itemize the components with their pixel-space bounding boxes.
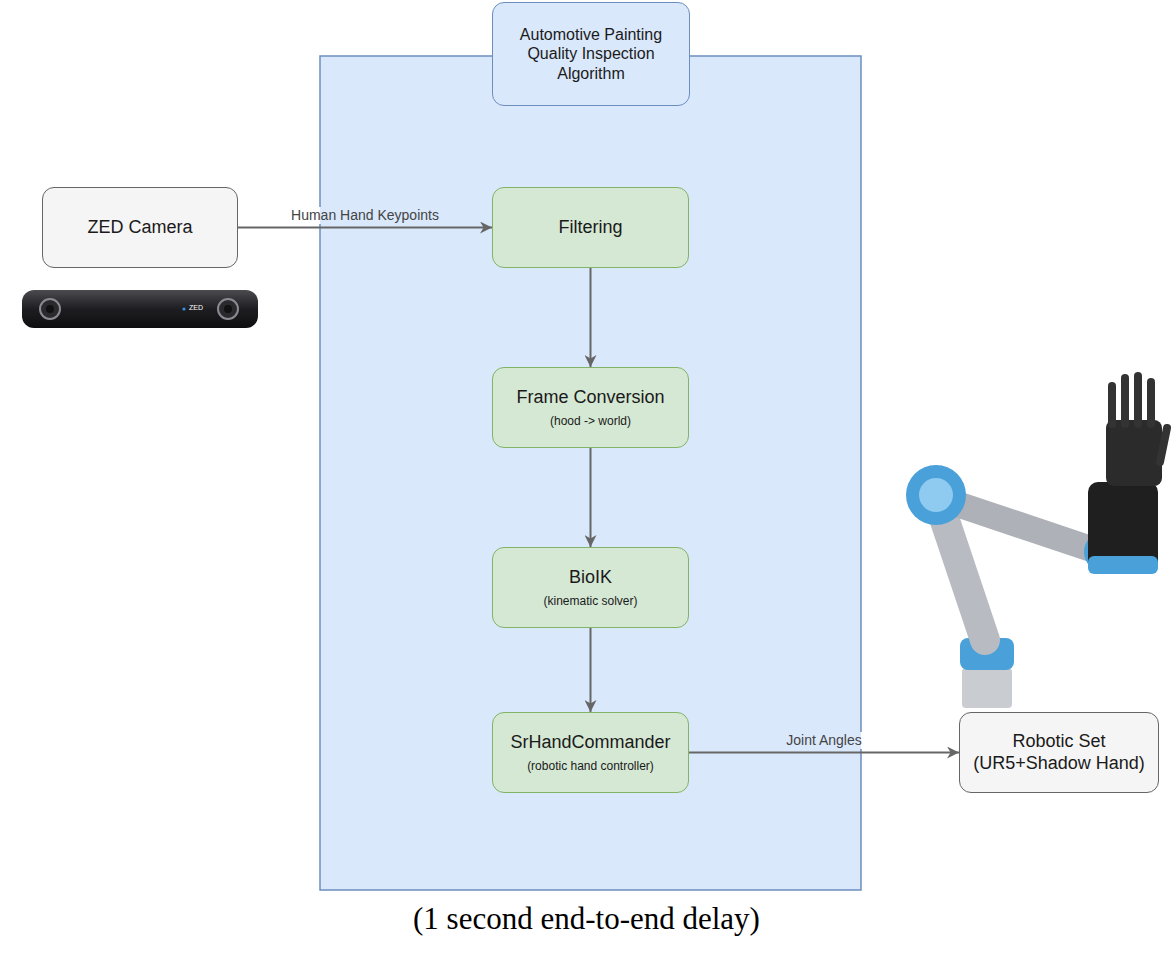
caption: (1 second end-to-end delay) [0,900,1173,937]
connector-arrow [590,448,592,547]
camera-led [182,307,185,310]
robot-finger [1108,386,1116,424]
robot-box: Robotic Set (UR5+Shadow Hand) [959,712,1159,793]
robot-wrist [1088,482,1158,574]
connector-arrow [238,227,492,229]
camera-lens [218,299,238,319]
box-title: Filtering [558,217,622,239]
robot-illustration [906,376,1167,708]
edge-label: Joint Angles [783,732,865,749]
robot-wrist-ring [1088,556,1158,574]
box-title: ZED Camera [87,217,192,239]
camera-box: ZED Camera [42,187,238,268]
algorithm-panel: Automotive Painting Quality Inspection A… [320,56,861,890]
robot-finger [1134,376,1142,424]
camera-lens-center [224,305,232,313]
panel-outline [320,56,861,890]
robot-joint-cap [919,478,953,512]
camera-lens-center [46,305,54,313]
box-title: Frame Conversion [516,387,664,409]
box-title: Robotic Set (UR5+Shadow Hand) [970,731,1148,774]
robot-thumb [1160,428,1167,462]
process-box: BioIK (kinematic solver) [492,547,689,628]
process-box: SrHandCommander (robotic hand controller) [492,712,689,793]
connector-arrow [590,268,592,367]
robot-upper-link [945,500,1100,552]
process-box: Frame Conversion (hood -> world) [492,367,689,448]
camera-body [22,290,258,328]
camera-lens [40,299,60,319]
robot-base [962,668,1012,708]
box-title: BioIK [569,567,612,589]
robot-finger [1147,382,1155,424]
robot-joint [906,465,966,525]
device-logo: ZED [189,304,203,311]
process-box: Filtering [492,187,689,268]
box-subtitle: (kinematic solver) [543,594,637,608]
edge-label: Human Hand Keypoints [288,207,442,224]
panel-heading: Automotive Painting Quality Inspection A… [501,25,681,83]
camera-illustration [22,290,258,328]
box-subtitle: (hood -> world) [550,414,631,428]
connector-arrow [590,628,592,712]
panel-heading-box: Automotive Painting Quality Inspection A… [492,2,690,106]
box-subtitle: (robotic hand controller) [527,759,654,773]
robot-finger [1121,378,1129,424]
connector-arrow [689,752,959,754]
box-title: SrHandCommander [510,732,670,754]
robot-palm [1106,420,1162,486]
